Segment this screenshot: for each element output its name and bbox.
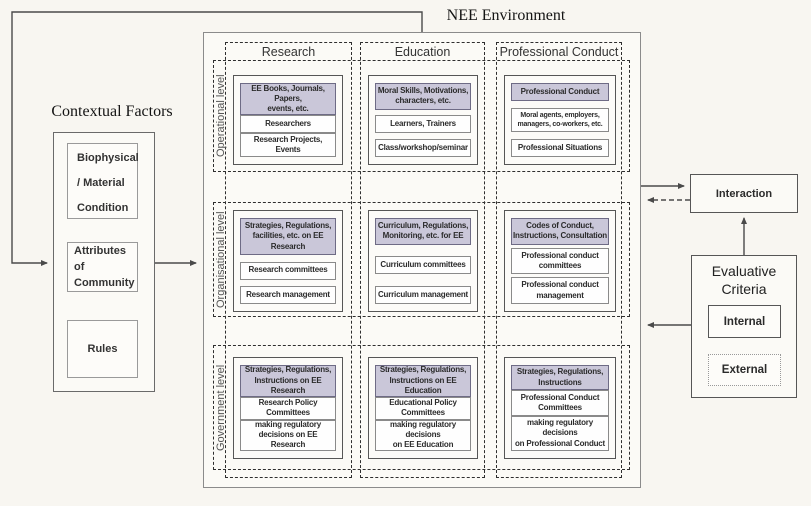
cell-bottom-box: Curriculum management <box>375 286 471 304</box>
cell-bottom-box: making regulatory decisions on EE Resear… <box>240 419 336 451</box>
cell-operational-research: EE Books, Journals, Papers, events, etc.… <box>233 75 343 165</box>
attributes-of-community-box: Attributes of Community <box>67 242 138 292</box>
cell-mid-box: Research Policy Committees <box>240 396 336 420</box>
column-header-education: Education <box>394 45 451 59</box>
cell-mid-box: Learners, Trainers <box>375 115 471 134</box>
cell-organisational-research: Strategies, Regulations, facilities, etc… <box>233 210 343 312</box>
cell-bottom-box: Professional conduct management <box>511 277 609 304</box>
interaction-box: Interaction <box>690 174 798 213</box>
column-education: Education <box>360 42 485 478</box>
cell-header-box: Codes of Conduct, Instructions, Consulta… <box>511 218 609 245</box>
cell-operational-professional: Professional Conduct Moral agents, emplo… <box>504 75 616 165</box>
internal-criteria-box: Internal <box>708 305 781 338</box>
label-government-level: Government level <box>215 364 227 451</box>
cell-mid-box: Curriculum committees <box>375 256 471 275</box>
cell-mid-box: Educational Policy Committees <box>375 396 471 420</box>
cell-bottom-box: Class/workshop/seminar <box>375 139 471 157</box>
contextual-factors-title: Contextual Factors <box>51 103 173 120</box>
cell-header-box: Moral Skills, Motivations, characters, e… <box>375 83 471 110</box>
cell-mid-box: Professional Conduct Committees <box>511 390 609 416</box>
biophysical-material-condition-box: Biophysical / Material Condition <box>67 143 139 219</box>
cell-bottom-box: Professional Situations <box>511 139 609 157</box>
column-header-research: Research <box>261 45 316 59</box>
cell-operational-education: Moral Skills, Motivations, characters, e… <box>368 75 478 165</box>
evaluative-criteria-title: Evaluative Criteria <box>711 263 777 297</box>
label-operational-level: Operational level <box>215 74 227 158</box>
cell-government-research: Strategies, Regulations, Instructions on… <box>233 357 343 459</box>
cell-bottom-box: Research Projects, Events <box>240 133 336 157</box>
cell-government-education: Strategies, Regulations, Instructions on… <box>368 357 478 459</box>
cell-mid-box: Research committees <box>240 261 336 280</box>
cell-header-box: Professional Conduct <box>511 83 609 101</box>
external-criteria-box: External <box>708 354 781 386</box>
cell-header-box: Strategies, Regulations, Instructions on… <box>375 365 471 397</box>
row-government-level <box>213 345 630 470</box>
column-research: Research <box>225 42 352 478</box>
row-organisational-level <box>213 202 630 317</box>
rules-box: Rules <box>67 320 138 378</box>
column-header-professional-conduct: Professional Conduct <box>499 45 619 59</box>
cell-organisational-professional: Codes of Conduct, Instructions, Consulta… <box>504 210 616 312</box>
cell-government-professional: Strategies, Regulations, Instructions Pr… <box>504 357 616 459</box>
cell-header-box: Curriculum, Regulations, Monitoring, etc… <box>375 218 471 245</box>
cell-header-box: Strategies, Regulations, facilities, etc… <box>240 218 336 256</box>
row-operational-level <box>213 60 630 172</box>
cell-organisational-education: Curriculum, Regulations, Monitoring, etc… <box>368 210 478 312</box>
cell-bottom-box: making regulatory decisions on EE Educat… <box>375 419 471 451</box>
cell-mid-box: Professional conduct committees <box>511 247 609 275</box>
cell-bottom-box: Research management <box>240 285 336 304</box>
nee-environment-title: NEE Environment <box>446 7 566 24</box>
column-professional-conduct: Professional Conduct <box>496 42 622 478</box>
cell-header-box: Strategies, Regulations, Instructions on… <box>240 365 336 397</box>
label-organisational-level: Organisational level <box>215 211 227 308</box>
cell-mid-box: Moral agents, employers, managers, co-wo… <box>511 107 609 133</box>
cell-bottom-box: making regulatory decisions on Professio… <box>511 415 609 451</box>
cell-mid-box: Researchers <box>240 115 336 134</box>
cell-header-box: EE Books, Journals, Papers, events, etc. <box>240 83 336 116</box>
cell-header-box: Strategies, Regulations, Instructions <box>511 365 609 391</box>
